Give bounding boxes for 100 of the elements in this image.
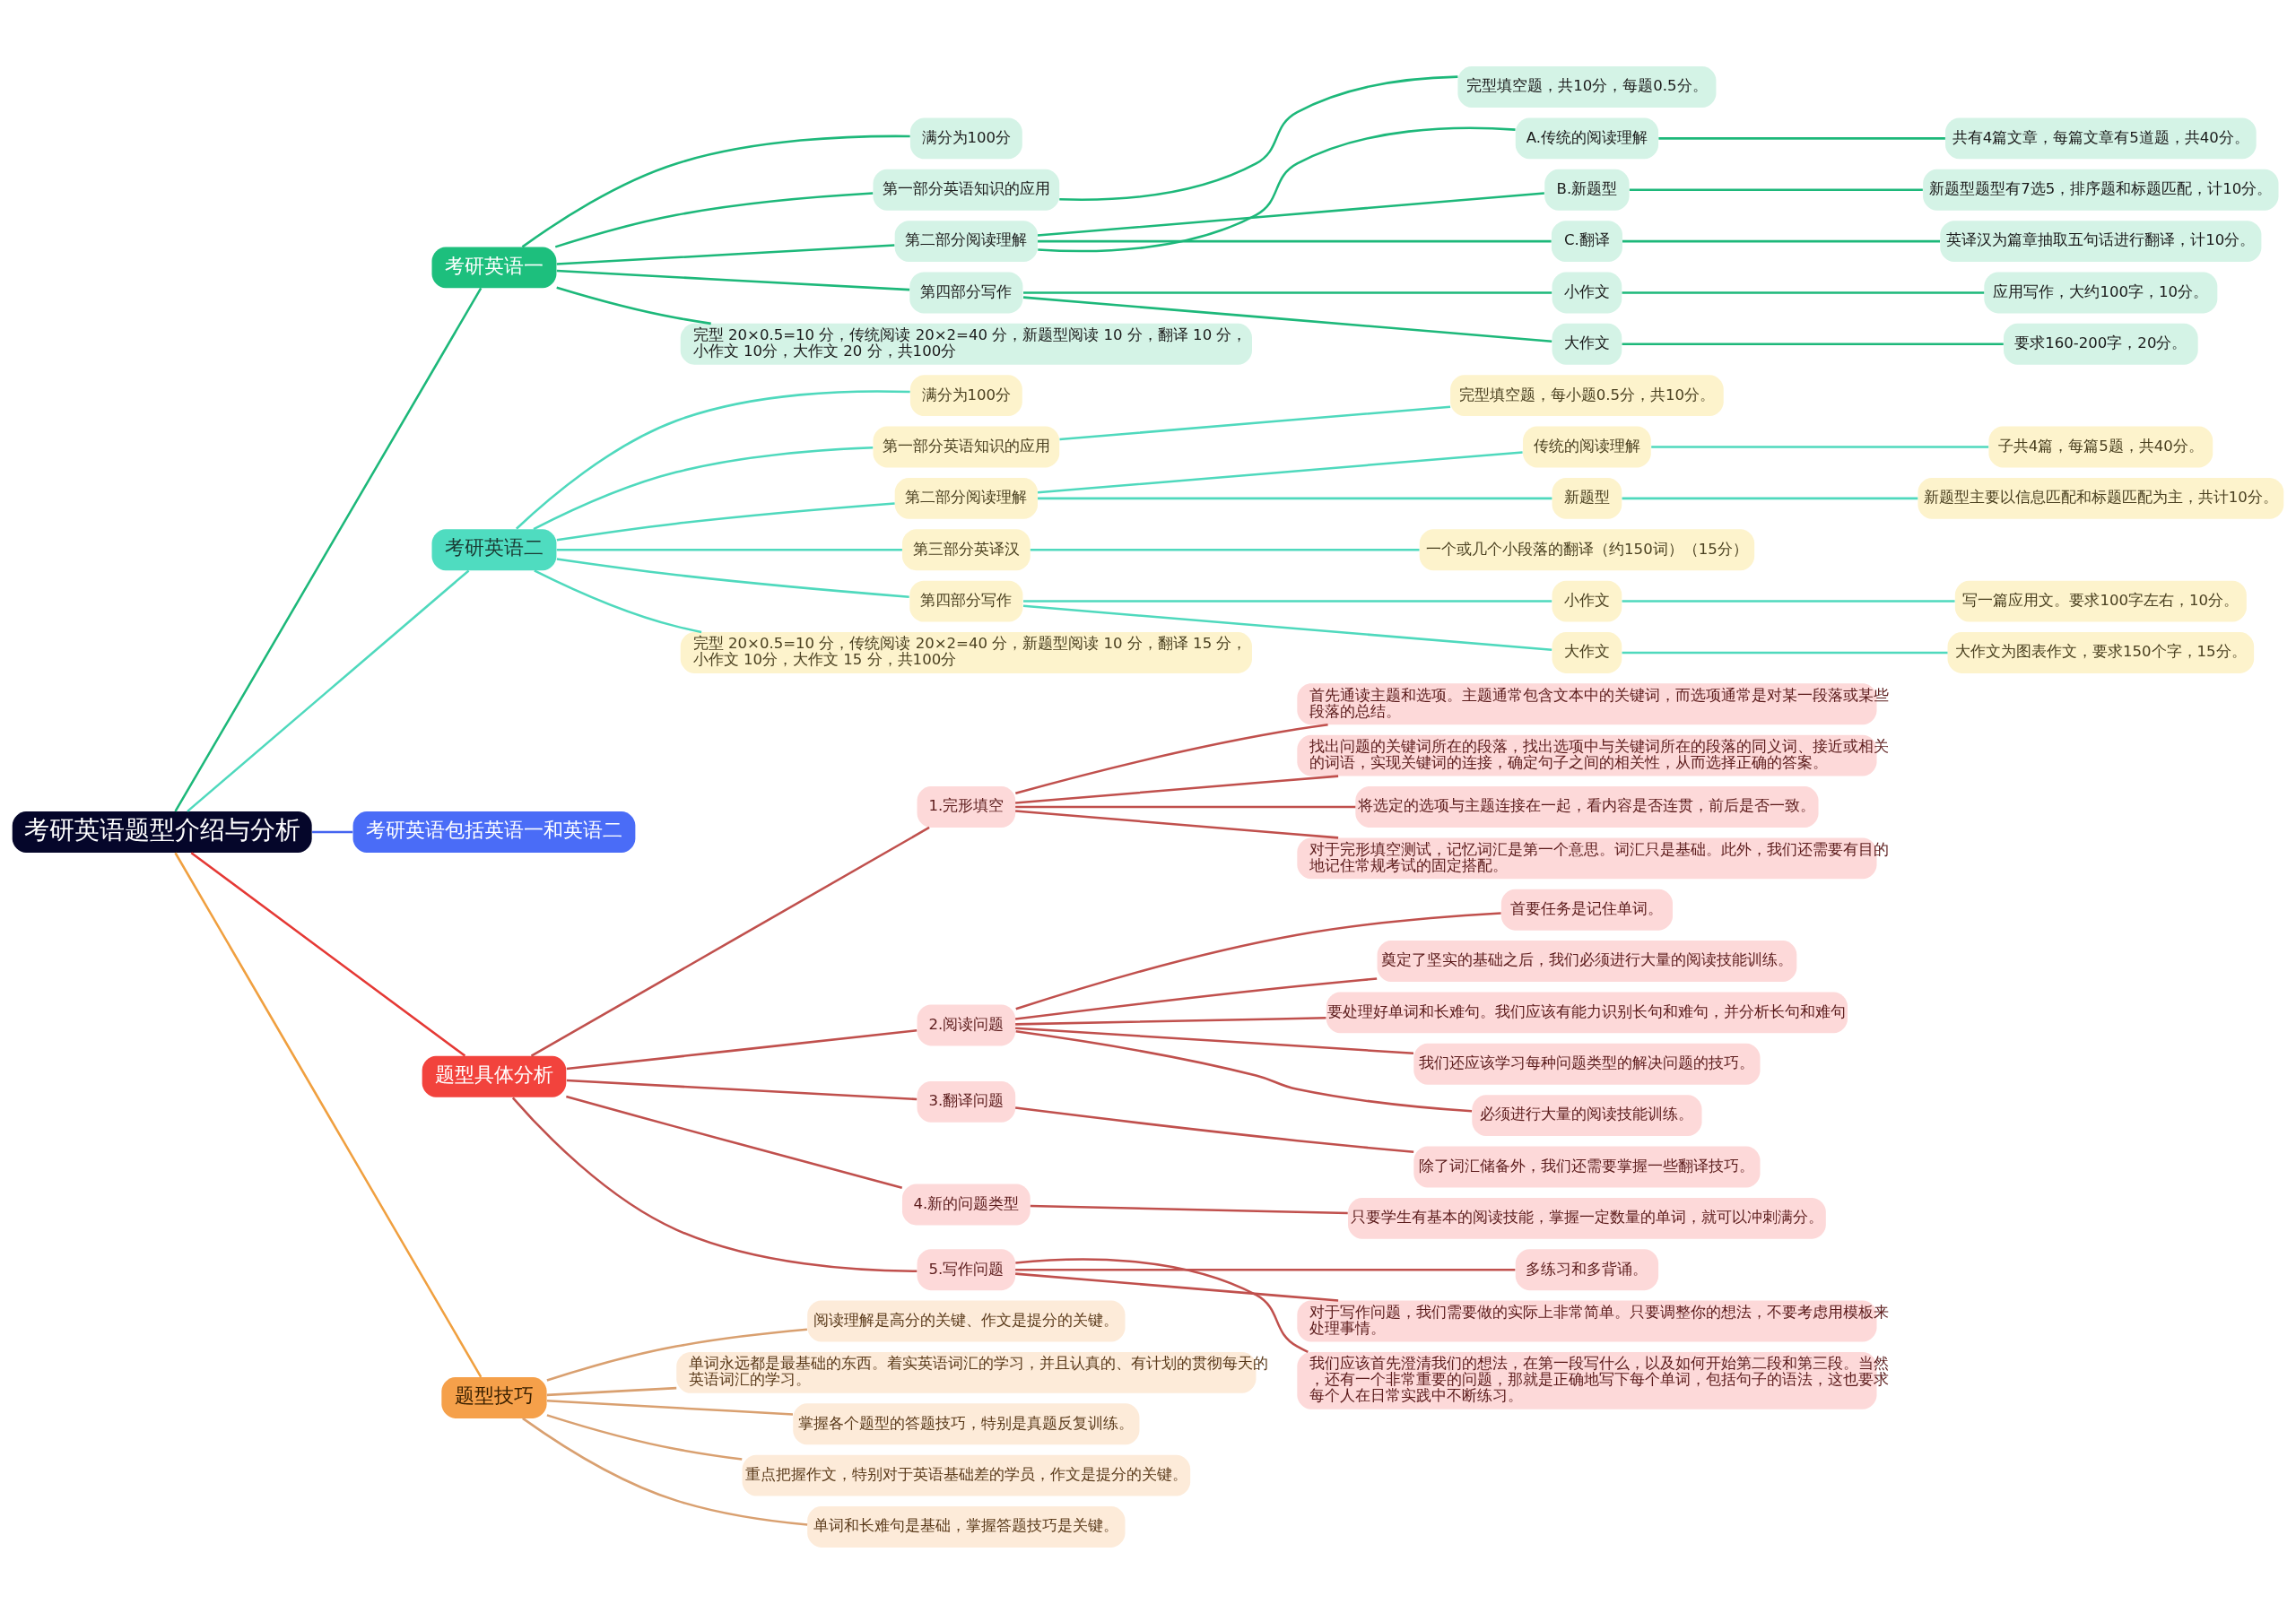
node-box: 第二部分阅读理解 xyxy=(894,220,1038,262)
node-box: 第四部分写作 xyxy=(909,580,1023,621)
connector xyxy=(556,501,895,542)
connector xyxy=(174,287,483,812)
connector xyxy=(556,269,910,291)
connector xyxy=(546,1413,743,1461)
connector xyxy=(566,1079,918,1100)
connector xyxy=(556,243,895,265)
node-box: B.新题型 xyxy=(1544,169,1630,211)
node-box: 除了词汇储备外，我们还需要掌握一些翻译技巧。 xyxy=(1413,1146,1761,1187)
connector xyxy=(566,1028,918,1070)
connector xyxy=(1658,136,1945,140)
connector xyxy=(1038,239,1552,242)
connector xyxy=(1015,976,1378,1020)
connector xyxy=(511,1096,918,1272)
connector xyxy=(546,1386,677,1396)
connector xyxy=(1037,450,1523,494)
connector xyxy=(1015,911,1501,1010)
node-box: 第三部分英译汉 xyxy=(901,528,1031,570)
connector xyxy=(1015,809,1339,839)
connector xyxy=(1038,497,1552,499)
node-box: 只要学生有基本的阅读技能，掌握一定数量的单词，就可以冲刺满分。 xyxy=(1348,1197,1826,1239)
connector xyxy=(556,557,909,598)
connector xyxy=(566,1095,903,1189)
node-box: 重点把握作文，特别对于英语基础差的学员，作文是提分的关键。 xyxy=(742,1454,1191,1496)
node-box: 完型填空题，共10分，每题0.5分。 xyxy=(1457,65,1717,108)
connector xyxy=(515,389,910,530)
connector xyxy=(1022,295,1552,343)
connector xyxy=(1059,404,1451,440)
node-box: 单词和长难句是基础，掌握答题技巧是关键。 xyxy=(807,1505,1126,1548)
node-box: 多练习和多背诵。 xyxy=(1515,1248,1659,1290)
node-box: 考研英语一 xyxy=(431,247,557,288)
node-box: 子共4篇，每篇5题，共40分。 xyxy=(1988,426,2213,467)
node-box: 考研英语包括英语一和英语二 xyxy=(352,811,636,853)
connector xyxy=(1030,1204,1348,1214)
connector xyxy=(1015,1016,1326,1026)
connector xyxy=(1622,343,2004,345)
node-box: 大作文 xyxy=(1552,323,1622,365)
connector xyxy=(1651,445,1989,448)
node-box: 共有4篇文章，每篇文章有5道题，共40分。 xyxy=(1945,117,2257,159)
node-box: 小作文 xyxy=(1552,580,1622,621)
node-box: 首要任务是记住单词。 xyxy=(1500,889,1673,931)
connector xyxy=(1015,805,1356,808)
connector xyxy=(1059,74,1458,201)
connector xyxy=(1015,1271,1339,1302)
node-box: 阅读理解是高分的关键、作文是提分的关键。 xyxy=(807,1300,1126,1341)
connector xyxy=(556,548,902,551)
connector xyxy=(1015,1106,1414,1153)
node-box: 英译汉为篇章抽取五句话进行翻译，计10分。 xyxy=(1940,220,2262,262)
node-box: 第二部分阅读理解 xyxy=(894,477,1038,519)
connector xyxy=(1023,291,1552,294)
node-box: 考研英语二 xyxy=(431,528,557,570)
node-box: 题型具体分析 xyxy=(422,1055,567,1097)
connector xyxy=(1622,651,1948,654)
node-box: 第四部分写作 xyxy=(909,272,1023,313)
node-box: A.传统的阅读理解 xyxy=(1515,117,1659,159)
node-box: 新题型题型有7选5，排序题和标题匹配，计10分。 xyxy=(1923,169,2279,211)
connector xyxy=(554,191,874,248)
connector xyxy=(1015,723,1328,794)
node-box: 一个或几个小段落的翻译（约150词）（15分） xyxy=(1419,528,1755,570)
node-box: 传统的阅读理解 xyxy=(1523,426,1651,467)
connector xyxy=(546,1328,807,1382)
connector xyxy=(1622,239,1940,242)
connector xyxy=(1015,774,1339,804)
node-box: 4.新的问题类型 xyxy=(901,1184,1031,1225)
node-box: C.翻译 xyxy=(1551,220,1622,262)
connector xyxy=(530,826,930,1057)
node-box: 奠定了坚实的基础之后，我们必须进行大量的阅读技能训练。 xyxy=(1377,940,1797,982)
node-box: 第一部分英语知识的应用 xyxy=(873,426,1060,467)
connector xyxy=(1015,1027,1414,1054)
node-box: 新题型主要以信息匹配和标题匹配为主，共计10分。 xyxy=(1918,477,2284,519)
connector xyxy=(1622,497,1918,499)
node-box: 我们还应该学习每种问题类型的解决问题的技巧。 xyxy=(1413,1043,1761,1085)
connector xyxy=(312,830,353,833)
node-box: 要处理好单词和长难句。我们应该有能力识别长句和难句，并分析长句和难句 xyxy=(1326,992,1848,1033)
node-box: 完型填空题，每小题0.5分，共10分。 xyxy=(1450,374,1724,416)
connector xyxy=(556,286,711,325)
connector xyxy=(1022,604,1552,651)
node-box: 小作文 xyxy=(1552,272,1622,313)
node-box: 题型技巧 xyxy=(441,1376,547,1418)
node-box: 要求160-200字，20分。 xyxy=(2004,323,2198,365)
connector xyxy=(1622,291,1985,294)
connector xyxy=(1015,1268,1516,1270)
connector xyxy=(1015,1029,1473,1113)
node-box: 考研英语题型介绍与分析 xyxy=(12,811,312,853)
node-box: 新题型 xyxy=(1552,477,1622,519)
node-box: 完型 20×0.5=10 分，传统阅读 20×2=40 分，新题型阅读 10 分，翻译 15 分，小作文 10分，大作文 15 分，共100分 xyxy=(680,631,1252,673)
node-box: 满分为100分 xyxy=(909,117,1022,159)
node-box: 写一篇应用文。要求100字左右，10分。 xyxy=(1954,580,2247,621)
connector xyxy=(187,568,470,812)
connector xyxy=(533,446,874,530)
node-box: 完型 20×0.5=10 分，传统阅读 20×2=40 分，新题型阅读 10 分，翻译 10 分，小作文 10分，大作文 20 分，共100分 xyxy=(680,323,1252,365)
connector xyxy=(190,851,466,1057)
connector xyxy=(1038,126,1516,252)
connector xyxy=(1629,187,1923,191)
node-box: 大作文为图表作文，要求150个字，15分。 xyxy=(1947,631,2255,673)
connector xyxy=(1622,599,1955,603)
connector xyxy=(522,1417,808,1526)
connector xyxy=(546,1399,794,1416)
connector xyxy=(1015,1257,1309,1353)
